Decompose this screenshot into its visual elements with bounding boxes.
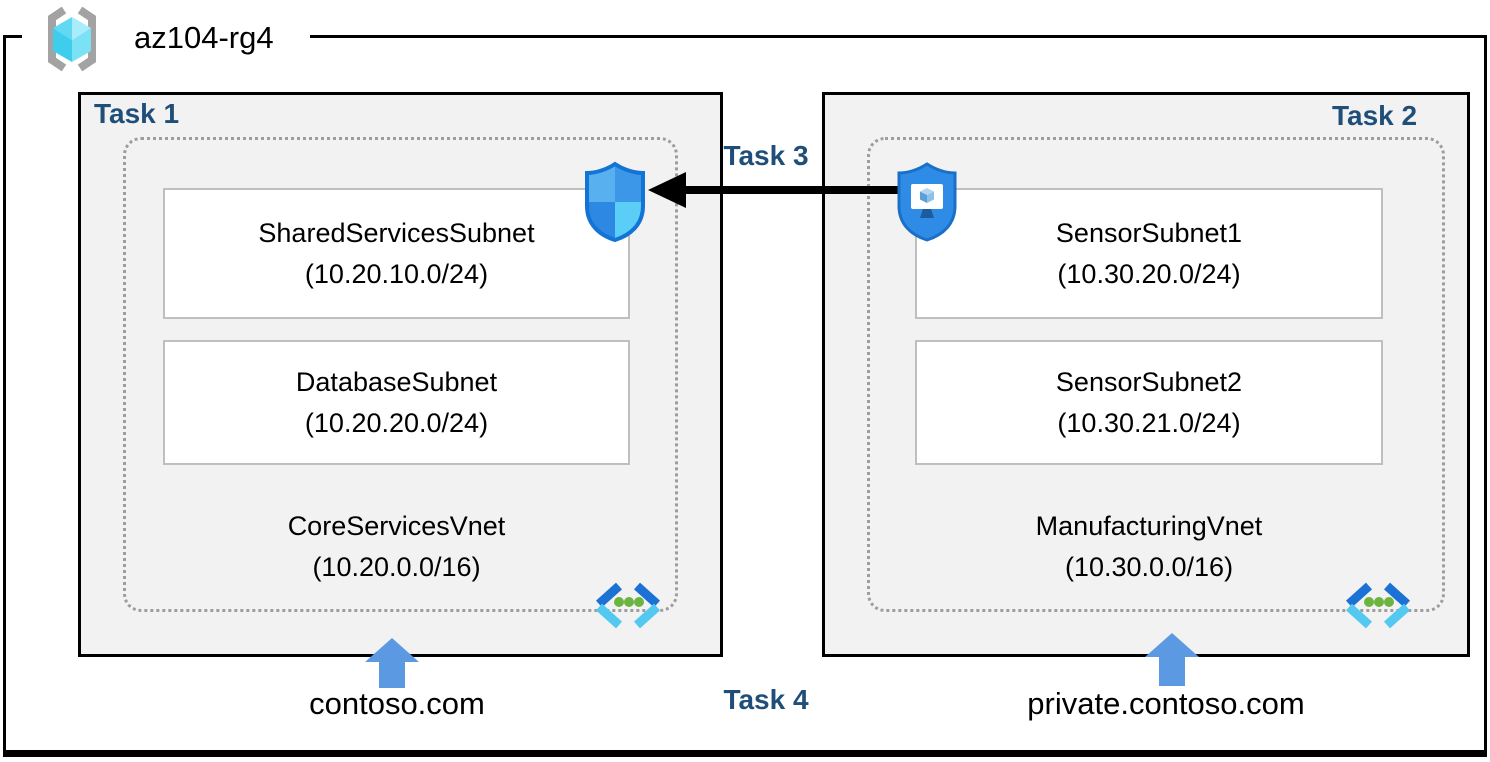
- subnet-cidr: (10.20.20.0/24): [304, 407, 489, 438]
- task1-label: Task 1: [94, 98, 180, 129]
- vnet-cidr: (10.20.0.0/16): [312, 552, 481, 582]
- subnet-database: DatabaseSubnet (10.20.20.0/24): [163, 340, 630, 465]
- subnet-sensor2: SensorSubnet2 (10.30.21.0/24): [915, 340, 1383, 465]
- dns-zone-label-contoso: contoso.com: [309, 686, 485, 721]
- subnet-shared-services: SharedServicesSubnet (10.20.10.0/24): [163, 188, 630, 319]
- bastion-icon: [896, 161, 958, 243]
- manufacturing-vnet-label: ManufacturingVnet (10.30.0.0/16): [915, 506, 1383, 588]
- core-services-vnet-label: CoreServicesVnet (10.20.0.0/16): [163, 506, 630, 588]
- subnet-cidr: (10.30.21.0/24): [1057, 407, 1241, 438]
- dns-zone-label-private-contoso: private.contoso.com: [1027, 686, 1305, 721]
- manufacturing-vnet-boundary: [867, 137, 1445, 612]
- resource-group-frame: [3, 35, 1487, 757]
- nsg-shield-icon: [584, 161, 646, 243]
- subnet-cidr: (10.20.10.0/24): [304, 258, 489, 289]
- resource-group-icon: [38, 4, 106, 74]
- subnet-sensor1: SensorSubnet1 (10.30.20.0/24): [915, 188, 1383, 319]
- resource-group-title: az104-rg4: [134, 20, 274, 55]
- vnet-name: ManufacturingVnet: [1035, 511, 1263, 541]
- subnet-name: SensorSubnet1: [1055, 217, 1243, 248]
- subnet-name: SharedServicesSubnet: [258, 217, 535, 248]
- vnet-name: CoreServicesVnet: [287, 511, 506, 541]
- task2-label: Task 2: [1332, 100, 1418, 131]
- task4-label: Task 4: [723, 684, 809, 715]
- subnet-name: DatabaseSubnet: [295, 366, 498, 397]
- subnet-name: SensorSubnet2: [1055, 366, 1243, 397]
- subnet-cidr: (10.30.20.0/24): [1057, 258, 1241, 289]
- vnet-cidr: (10.30.0.0/16): [1064, 552, 1234, 582]
- virtual-network-icon: [592, 582, 664, 629]
- virtual-network-icon: [1342, 582, 1414, 629]
- task3-label: Task 3: [723, 140, 809, 171]
- core-services-vnet-boundary: [123, 137, 678, 612]
